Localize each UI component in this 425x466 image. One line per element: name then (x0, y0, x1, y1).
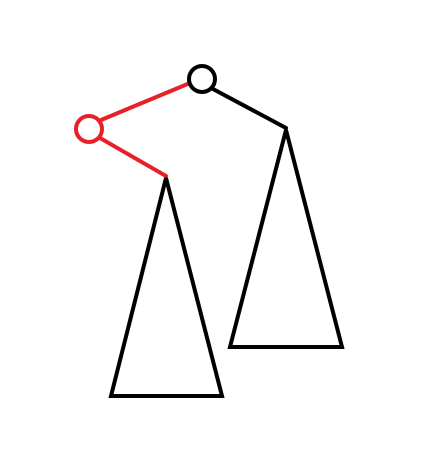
edge-root-to-right-subtree (211, 87, 288, 130)
left-subtree-triangle (108, 177, 225, 398)
root-node (187, 64, 217, 94)
edge-left-child-to-subtree (98, 136, 168, 178)
left-child-node (74, 114, 104, 144)
right-subtree-triangle (227, 129, 345, 349)
edge-root-to-left-child (99, 81, 192, 122)
